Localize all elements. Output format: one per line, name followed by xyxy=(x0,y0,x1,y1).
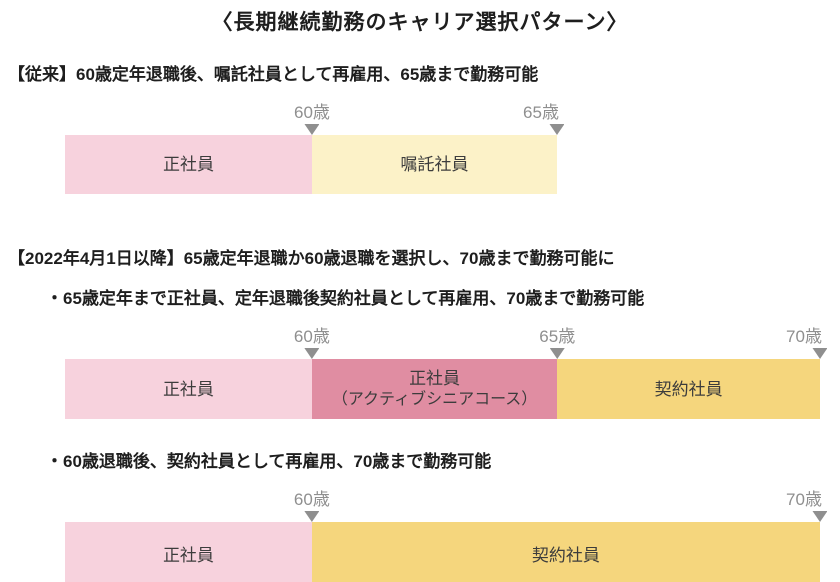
segment-label: 正社員 xyxy=(162,155,214,174)
bar-segment-seishain: 正社員 xyxy=(65,135,312,194)
bar-segment-seishain: 正社員 xyxy=(65,359,312,419)
diagram-title: 〈長期継続勤務のキャリア選択パターン〉 xyxy=(211,11,629,34)
age-marker-70: 70歳 xyxy=(786,489,838,522)
down-arrow-icon xyxy=(304,348,320,359)
down-arrow-icon xyxy=(304,124,320,135)
segment-label: 契約社員 xyxy=(531,545,600,565)
age-marker-65: 65歳 xyxy=(523,102,575,135)
segment-label: 嘱託社員 xyxy=(400,155,469,174)
age-marker-70: 70歳 xyxy=(786,326,838,359)
segment-label: 正社員 xyxy=(409,369,461,388)
segment-label: 正社員 xyxy=(162,545,214,565)
timeline-option1: 60歳 65歳 70歳 正社員 正社員 （アクティブシニアコース） 契約社員 xyxy=(65,326,828,419)
age-marker-60: 60歳 xyxy=(294,489,330,522)
bar-segment-seishain: 正社員 xyxy=(65,522,312,582)
timeline-option2: 60歳 70歳 正社員 契約社員 xyxy=(65,489,828,582)
career-bar-legacy: 正社員 嘱託社員 xyxy=(65,135,557,194)
segment-label: 正社員 xyxy=(162,379,214,399)
age-label: 60歳 xyxy=(293,490,330,509)
section-heading-legacy: 【従来】60歳定年退職後、嘱託社員として再雇用、65歳まで勤務可能 xyxy=(8,65,539,84)
age-label: 60歳 xyxy=(293,327,330,346)
age-markers-option1: 60歳 65歳 70歳 xyxy=(65,326,828,359)
section-heading-2022: 【2022年4月1日以降】65歳定年退職か60歳退職を選択し、70歳まで勤務可能… xyxy=(8,249,615,268)
segment-label: 契約社員 xyxy=(654,379,723,399)
option1-bullet: ・65歳定年まで正社員、定年退職後契約社員として再雇用、70歳まで勤務可能 xyxy=(46,289,645,308)
age-label: 70歳 xyxy=(786,327,822,346)
age-marker-60: 60歳 xyxy=(294,102,330,135)
down-arrow-icon xyxy=(812,511,828,522)
career-bar-option1: 正社員 正社員 （アクティブシニアコース） 契約社員 xyxy=(65,359,820,419)
bar-segment-keiyaku: 契約社員 xyxy=(557,359,820,419)
option2-bullet: ・60歳退職後、契約社員として再雇用、70歳まで勤務可能 xyxy=(46,452,492,471)
age-label: 70歳 xyxy=(786,490,822,509)
age-markers-option2: 60歳 70歳 xyxy=(65,489,828,522)
timeline-legacy: 60歳 65歳 正社員 嘱託社員 xyxy=(65,102,565,194)
age-marker-60: 60歳 xyxy=(294,326,330,359)
down-arrow-icon xyxy=(549,124,565,135)
career-bar-option2: 正社員 契約社員 xyxy=(65,522,820,582)
age-label: 65歳 xyxy=(539,327,576,346)
down-arrow-icon xyxy=(304,511,320,522)
segment-sublabel: （アクティブシニアコース） xyxy=(331,391,538,408)
age-label: 60歳 xyxy=(294,103,330,122)
age-markers-legacy: 60歳 65歳 xyxy=(65,102,565,135)
age-label: 65歳 xyxy=(523,103,559,122)
bar-segment-keiyaku: 契約社員 xyxy=(311,522,820,582)
down-arrow-icon xyxy=(549,348,565,359)
bar-segment-active-senior: 正社員 （アクティブシニアコース） xyxy=(311,359,558,419)
age-marker-65: 65歳 xyxy=(539,326,575,359)
down-arrow-icon xyxy=(812,348,828,359)
bar-segment-shokutaku: 嘱託社員 xyxy=(311,135,557,194)
